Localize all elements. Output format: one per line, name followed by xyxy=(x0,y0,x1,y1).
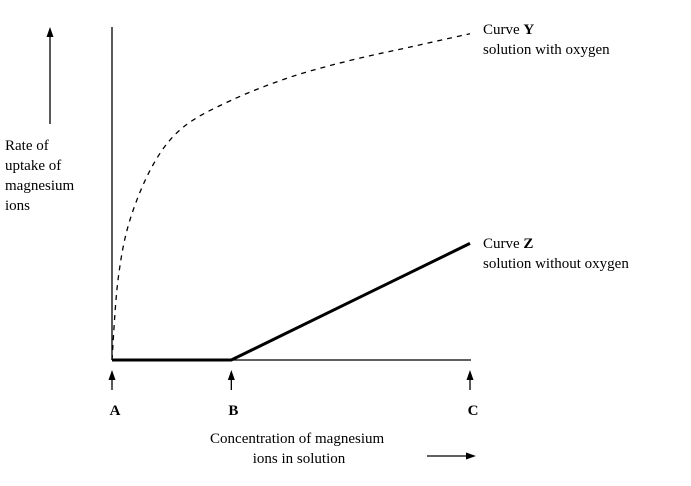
y-axis-label-line: Rate of xyxy=(5,138,49,154)
series-label-z: Curve Z solution without oxygen xyxy=(483,236,629,272)
svg-text:Curve Y: Curve Y xyxy=(483,22,534,38)
x-axis-label: Concentration of magnesium ions in solut… xyxy=(210,431,388,467)
series-label-y: Curve Y solution with oxygen xyxy=(483,22,610,58)
series-line-z xyxy=(112,242,471,362)
y-axis-label: Rate of uptake of magnesium ions xyxy=(5,138,78,214)
tick-label-a: A xyxy=(110,403,121,419)
series-z-description: solution without oxygen xyxy=(483,256,629,272)
y-direction-arrow xyxy=(46,27,54,124)
tick-arrow xyxy=(466,370,474,390)
series-y-name-bold: Y xyxy=(523,22,534,38)
tick-arrow-head xyxy=(108,370,116,380)
x-axis-label-line: Concentration of magnesium xyxy=(210,431,384,447)
tick-arrow-head xyxy=(466,370,474,380)
tick-b: B xyxy=(227,370,238,419)
tick-arrow xyxy=(108,370,116,390)
x-direction-arrow xyxy=(427,452,476,460)
tick-a: A xyxy=(108,370,121,419)
series-y-description: solution with oxygen xyxy=(483,42,610,58)
series-y-name-prefix: Curve xyxy=(483,22,520,38)
series-z-name-prefix: Curve xyxy=(483,236,520,252)
series-line-y xyxy=(111,33,471,361)
tick-label-b: B xyxy=(228,403,238,419)
svg-text:Curve Z: Curve Z xyxy=(483,236,533,252)
x-axis-label-line: ions in solution xyxy=(253,451,346,467)
y-axis-label-line: magnesium xyxy=(5,178,74,194)
tick-label-c: C xyxy=(468,403,479,419)
tick-arrow-head xyxy=(227,370,235,380)
series-z-name-bold: Z xyxy=(523,236,533,252)
y-axis-label-line: ions xyxy=(5,198,30,214)
tick-arrow xyxy=(227,370,235,390)
tick-c: C xyxy=(466,370,479,419)
y-axis-label-line: uptake of xyxy=(5,158,61,174)
